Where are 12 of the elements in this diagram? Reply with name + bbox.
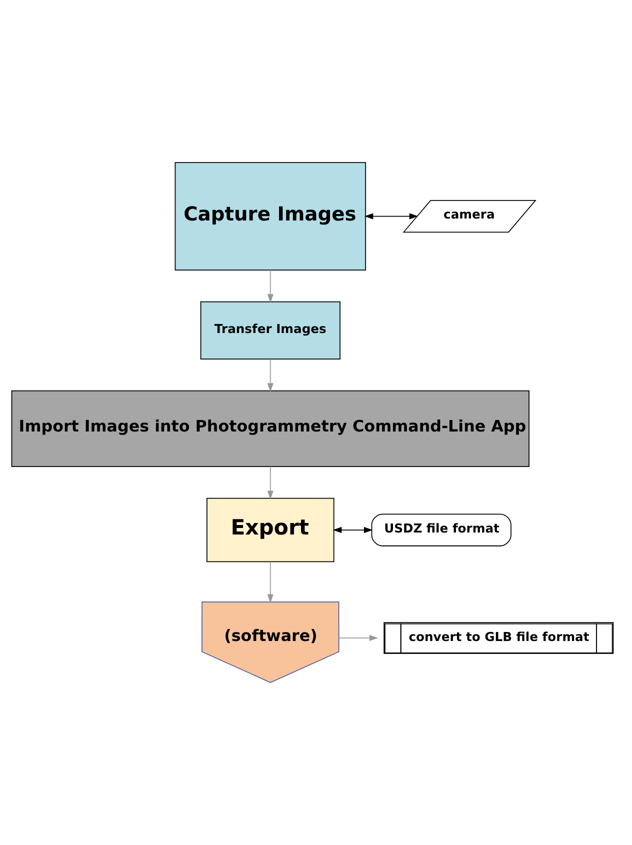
node-box: USDZ file format: [371, 514, 512, 546]
arrow: [332, 526, 373, 534]
arrow: [364, 213, 418, 220]
node-box: Capture Images: [174, 162, 366, 270]
node-box: Transfer Images: [200, 301, 340, 360]
arrow: [267, 358, 274, 392]
arrow: [267, 270, 274, 304]
arrow: [267, 466, 274, 500]
node-box: Import Images into Photogrammetry Command-Line App: [11, 390, 530, 467]
node-box: Export: [206, 498, 334, 562]
arrow: [338, 634, 378, 642]
arrow: [267, 561, 274, 604]
